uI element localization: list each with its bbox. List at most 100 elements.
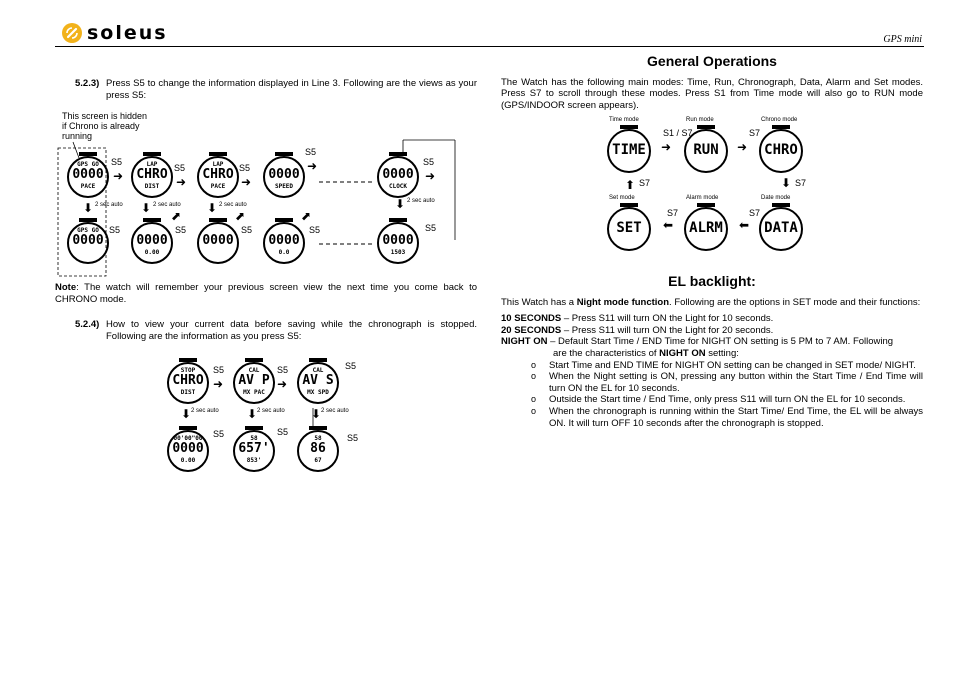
option-text: – Press S11 will turn ON the Light for 1… <box>561 313 774 325</box>
screen-line-2: CHRO <box>136 167 168 182</box>
option-10-seconds: 10 SECONDS – Press S11 will turn ON the … <box>501 313 923 325</box>
screen-line-1: CAL <box>248 367 260 374</box>
arrow-right-icon: ➜ <box>277 377 288 391</box>
screen-line-1: GPS GO <box>77 161 99 168</box>
screen-line-2: 0000 <box>136 233 168 248</box>
arrow-diagonal-icon: ⬈ <box>235 209 246 223</box>
button-label-s7: S7 <box>749 208 761 218</box>
option-text: – Press S11 will turn ON the Light for 2… <box>561 324 774 336</box>
screen-line-2: 0000 <box>72 167 104 182</box>
bullet-text: Start Time and END TIME for NIGHT ON set… <box>549 359 916 371</box>
watch-bezel-icon <box>607 203 651 251</box>
screen-line-3: 0.00 <box>144 249 160 256</box>
screen-line-3: DIST <box>144 183 160 190</box>
screen-line-3: PACE <box>80 183 96 190</box>
watch-bezel-icon <box>607 125 651 173</box>
screen-line-2: 0000 <box>202 233 234 248</box>
button-label-s7: S7 <box>667 208 679 218</box>
option-text: – Default Start Time / END Time for NIGH… <box>547 336 894 348</box>
button-label-s5: S5 <box>305 147 317 157</box>
auto-label: 2 sec auto <box>257 408 285 414</box>
section-title: EL backlight: <box>668 273 756 289</box>
screen-line-3: 1503 <box>390 249 406 256</box>
screen-line-1: 58 <box>250 435 258 442</box>
section-title: General Operations <box>647 53 777 69</box>
general-text: The Watch has the following main modes: … <box>501 76 923 111</box>
step-number: 5.2.3) <box>75 78 100 89</box>
mode-watch-screen: DATA <box>757 203 805 251</box>
mode-watch-screen: ALRM <box>682 203 730 251</box>
night-bold: NIGHT ON <box>659 347 706 359</box>
option-20-seconds: 20 SECONDS – Press S11 will turn ON the … <box>501 325 923 337</box>
watch-bezel-icon <box>197 218 239 264</box>
button-label-s5: S5 <box>111 157 123 167</box>
arrow-right-icon: ➜ <box>307 159 318 173</box>
mode-display: RUN <box>693 142 719 158</box>
step-5-2-3: 5.2.3) Press S5 to change the informatio… <box>55 78 477 101</box>
mode-watch-screen: CHRO <box>757 125 805 173</box>
button-label-s7: S7 <box>795 178 807 188</box>
mode-watch-screen: SET <box>605 203 653 251</box>
note-line: if Chrono is already <box>62 121 140 131</box>
watch-bezel-icon <box>297 358 339 404</box>
button-label-s1-s7: S1 / S7 <box>663 128 693 138</box>
mode-label: Set mode <box>609 195 635 201</box>
mode-label: Date mode <box>761 195 791 201</box>
button-label-s5: S5 <box>174 163 186 173</box>
screen-line-3: CLOCK <box>388 183 408 190</box>
arrow-diagonal-icon: ⬈ <box>301 209 312 223</box>
arrow-right-icon: ➜ <box>737 140 748 154</box>
screen-line-2: AV S <box>302 373 334 388</box>
night-characteristics-intro: are the characteristics of NIGHT ON sett… <box>501 348 923 360</box>
brand-name: soleus <box>87 22 168 44</box>
arrow-left-icon: ⬅ <box>663 218 674 232</box>
screen-line-1: CAL <box>312 367 324 374</box>
arrow-down-icon: ⬇ <box>247 407 258 421</box>
watch-bezel-icon <box>377 218 419 264</box>
el-intro: This Watch has a Night mode function. Fo… <box>501 297 923 309</box>
auto-label: 2 sec auto <box>219 202 247 208</box>
arrow-right-icon: ➜ <box>661 140 672 154</box>
watch-bezel-icon <box>684 203 728 251</box>
soleus-logo-icon <box>62 23 82 43</box>
auto-label: 2 sec auto <box>153 202 181 208</box>
arrow-down-icon: ⬇ <box>83 201 94 215</box>
screen-line-1: LAP <box>212 161 224 168</box>
screen-line-2: 0000 <box>72 233 104 248</box>
arrow-left-icon: ⬅ <box>739 218 750 232</box>
general-operations-section: General Operations The Watch has the fol… <box>501 53 923 111</box>
arrow-diagonal-icon: ⬈ <box>171 209 182 223</box>
button-label-s5: S5 <box>309 225 321 235</box>
button-label-s5: S5 <box>277 427 289 437</box>
button-label-s5: S5 <box>109 225 121 235</box>
screen-line-2: 0000 <box>382 167 414 182</box>
screen-line-2: 657' <box>238 441 270 456</box>
brand-logo: soleus <box>62 22 168 44</box>
note-line: running <box>62 131 93 141</box>
watch-bezel-icon <box>759 203 803 251</box>
screen-line-3: PACE <box>210 183 226 190</box>
mode-watch-screen: TIME <box>605 125 653 173</box>
screen-line-2: 0000 <box>382 233 414 248</box>
button-label-s7: S7 <box>749 128 761 138</box>
bullet-marker: o <box>531 371 537 382</box>
mode-label: Run mode <box>686 117 714 123</box>
mode-watch-screen: RUN <box>682 125 730 173</box>
watch-screen: 0000 <box>195 218 241 264</box>
screen-line-2: 86 <box>310 441 326 456</box>
arrow-right-icon: ➜ <box>176 175 187 189</box>
screen-line-1: STOP <box>180 367 196 374</box>
